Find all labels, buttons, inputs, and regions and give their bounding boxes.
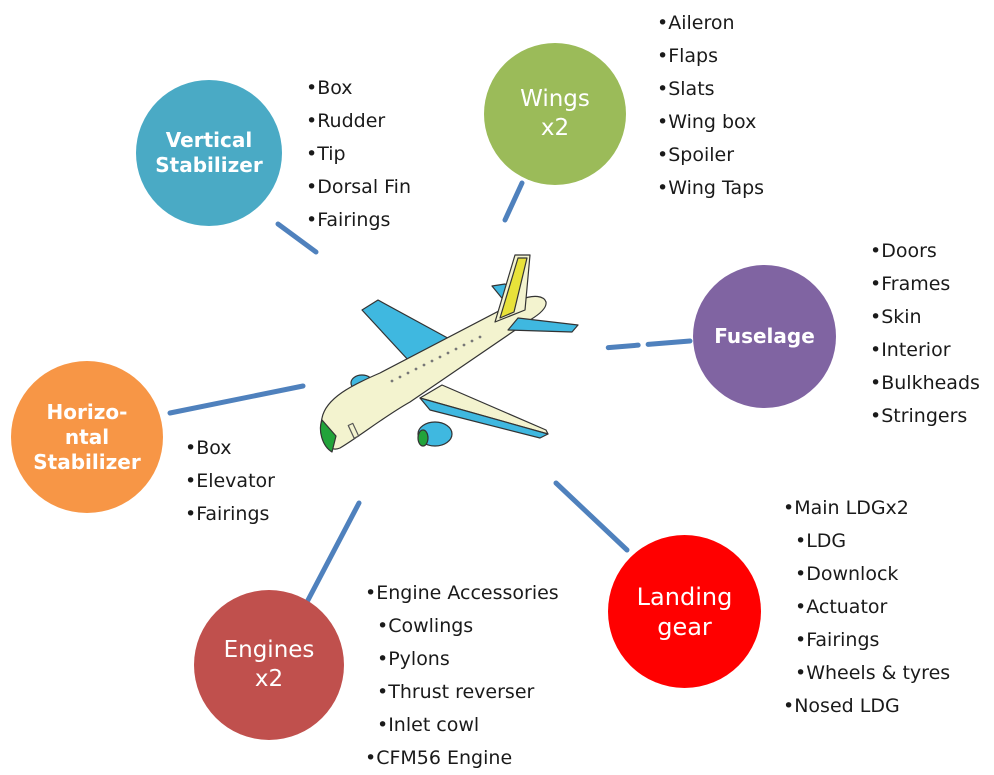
list-item: •Fairings — [185, 503, 270, 525]
horizontal-stabilizer-node: Horizo- ntal Stabilizer — [11, 361, 163, 513]
list-item: •Frames — [870, 273, 951, 295]
connector-landing-gear — [553, 480, 630, 553]
list-item: •Downlock — [795, 563, 899, 585]
connector-vertical-stabilizer — [275, 221, 319, 255]
wings-label: Wings x2 — [520, 86, 590, 141]
list-item: •Main LDGx2 — [783, 497, 909, 519]
list-item: •Spoiler — [657, 144, 735, 166]
connector-engines — [304, 500, 362, 605]
engines-label: Engines x2 — [223, 637, 315, 692]
list-item: •Skin — [870, 306, 922, 328]
list-item: •Aileron — [657, 12, 735, 34]
fuselage-items: •Doors •Frames •Skin •Interior •Bulkhead… — [870, 235, 980, 433]
list-item: •Rudder — [306, 110, 386, 132]
list-item: •Wing box — [657, 111, 757, 133]
list-item: •LDG — [795, 530, 847, 552]
vertical-stabilizer-items: •Box •Rudder •Tip •Dorsal Fin •Fairings — [306, 72, 411, 237]
list-item: •Actuator — [795, 596, 888, 618]
connector-fuselage — [600, 338, 693, 351]
engines-node: Engines x2 — [194, 590, 344, 740]
connector-horizontal-stabilizer — [167, 383, 306, 416]
list-item: •Pylons — [377, 648, 450, 670]
list-item: •Bulkheads — [870, 372, 980, 394]
vertical-stabilizer-node: Vertical Stabilizer — [136, 80, 282, 226]
list-item: •Wing Taps — [657, 177, 765, 199]
list-item: •Box — [306, 77, 353, 99]
connector-wings — [502, 180, 525, 223]
wings-node: Wings x2 — [484, 43, 626, 185]
list-item: •Slats — [657, 78, 715, 100]
list-item: •Cowlings — [377, 615, 474, 637]
list-item: •Flaps — [657, 45, 719, 67]
list-item: •Doors — [870, 240, 937, 262]
fuselage-node: Fuselage — [693, 265, 836, 408]
list-item: •Nosed LDG — [783, 695, 900, 717]
landing-gear-items: •Main LDGx2 •LDG •Downlock •Actuator •Fa… — [783, 492, 950, 723]
list-item: •CFM56 Engine — [365, 747, 513, 769]
landing-gear-label: Landing gear — [636, 582, 733, 641]
list-item: •Tip — [306, 143, 346, 165]
list-item: •Interior — [870, 339, 951, 361]
list-item: •Fairings — [795, 629, 880, 651]
list-item: •Engine Accessories — [365, 582, 559, 604]
wings-items: •Aileron •Flaps •Slats •Wing box •Spoile… — [657, 7, 764, 205]
list-item: •Fairings — [306, 209, 391, 231]
list-item: •Stringers — [870, 405, 968, 427]
horizontal-stabilizer-label: Horizo- ntal Stabilizer — [33, 399, 141, 474]
engines-items: •Engine Accessories •Cowlings •Pylons •T… — [365, 577, 559, 775]
list-item: •Box — [185, 437, 232, 459]
airplane-icon — [319, 254, 579, 453]
list-item: •Dorsal Fin — [306, 176, 412, 198]
vertical-stabilizer-label: Vertical Stabilizer — [155, 128, 263, 177]
list-item: •Wheels & tyres — [795, 662, 951, 684]
landing-gear-node: Landing gear — [608, 535, 761, 688]
fuselage-label: Fuselage — [714, 324, 815, 348]
list-item: •Elevator — [185, 470, 275, 492]
horizontal-stabilizer-items: •Box •Elevator •Fairings — [185, 432, 275, 531]
list-item: •Thrust reverser — [377, 681, 535, 703]
list-item: •Inlet cowl — [377, 714, 480, 736]
